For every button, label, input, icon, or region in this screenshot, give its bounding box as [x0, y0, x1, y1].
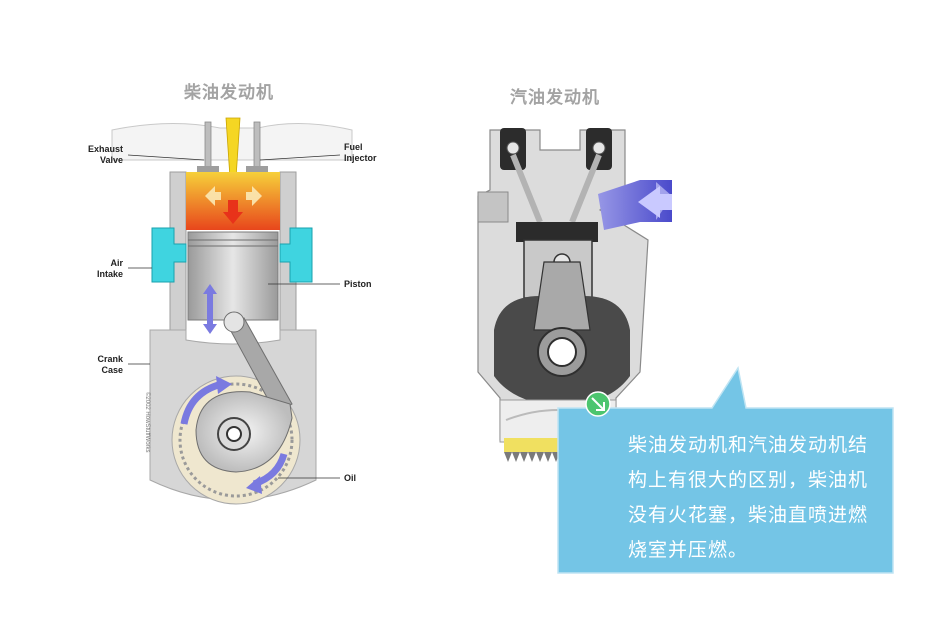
intake-arrow	[638, 186, 672, 218]
exhaust-port	[477, 191, 509, 223]
fuel-injector	[225, 117, 241, 179]
label-exhaust-valve-1: Exhaust	[88, 144, 123, 154]
label-piston: Piston	[344, 279, 372, 289]
label-exhaust-valve-2: Valve	[100, 155, 123, 165]
gas-connecting-rod	[533, 261, 591, 331]
exhaust-valve-stem	[204, 121, 212, 171]
label-oil: Oil	[344, 473, 356, 483]
callout-text: 柴油发动机和汽油发动机结构上有很大的区别，柴油机没有火花塞，柴油直喷进燃烧室并压…	[628, 434, 869, 561]
air-intake-left	[151, 227, 187, 283]
diesel-engine-diagram: Exhaust Valve Fuel Injector Air Intake P…	[88, 117, 377, 505]
label-air-intake-2: Intake	[97, 269, 123, 279]
label-crank-case-1: Crank	[97, 354, 124, 364]
piston	[187, 231, 279, 321]
air-intake-right	[279, 227, 313, 283]
label-crank-case-2: Case	[101, 365, 123, 375]
label-fuel-injector-1: Fuel	[344, 142, 363, 152]
label-fuel-injector-2: Injector	[344, 153, 377, 163]
piston-motion-arrow	[203, 284, 217, 334]
gasoline-engine-diagram	[477, 128, 672, 462]
gas-cylinder	[516, 222, 598, 242]
callout-box	[557, 366, 894, 574]
copyright-credit: ©2002 HowStuffWorks	[144, 392, 151, 453]
label-air-intake-1: Air	[110, 258, 123, 268]
diesel-engine-title: 柴油发动机	[184, 83, 274, 103]
callout-bubble	[557, 366, 894, 574]
intake-valve-stem	[253, 121, 261, 171]
rotation-arrow-top	[180, 380, 223, 425]
gasoline-engine-title: 汽油发动机	[510, 88, 600, 108]
